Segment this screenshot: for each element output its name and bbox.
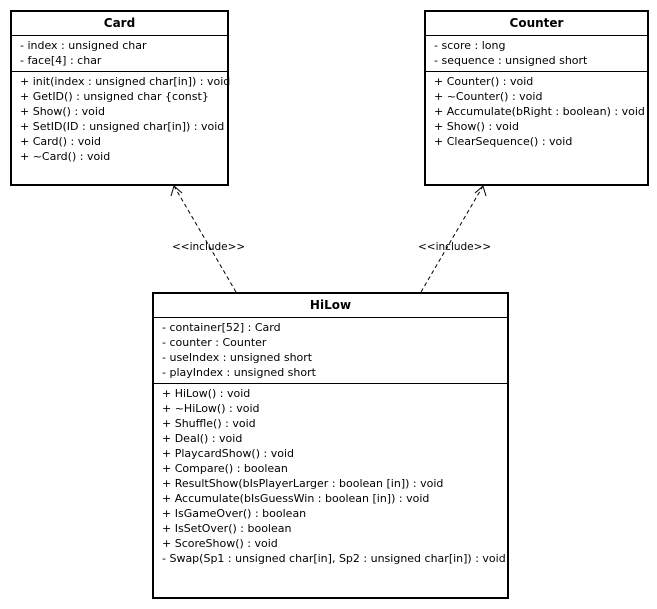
include-label-card: <<include>> — [172, 241, 246, 253]
operations-section: + init(index : unsigned char[in]) : void… — [12, 71, 231, 167]
attribute: - index : unsigned char — [20, 39, 147, 52]
operation: + ~Card() : void — [20, 150, 111, 163]
operation: + Deal() : void — [162, 432, 243, 445]
operation: + Counter() : void — [434, 75, 534, 88]
class-name: Card — [12, 12, 227, 36]
operations-section: + Counter() : void + ~Counter() : void +… — [426, 71, 647, 152]
attribute: - useIndex : unsigned short — [162, 351, 313, 364]
attribute: - face[4] : char — [20, 54, 102, 67]
operation: + IsSetOver() : boolean — [162, 522, 292, 535]
operation: + Accumulate(bRight : boolean) : void — [434, 105, 645, 118]
attributes-section: - index : unsigned char - face[4] : char — [12, 36, 227, 71]
class-name: HiLow — [154, 294, 507, 318]
include-label-counter: <<include>> — [418, 241, 492, 253]
attribute: - counter : Counter — [162, 336, 267, 349]
operation: + IsGameOver() : boolean — [162, 507, 307, 520]
attribute: - sequence : unsigned short — [434, 54, 588, 67]
attributes-section: - score : long - sequence : unsigned sho… — [426, 36, 647, 71]
attributes-section: - container[52] : Card - counter : Count… — [154, 318, 507, 383]
operation: + ScoreShow() : void — [162, 537, 278, 550]
operation: + PlaycardShow() : void — [162, 447, 294, 460]
operation: + ClearSequence() : void — [434, 135, 573, 148]
operation: + ResultShow(bIsPlayerLarger : boolean [… — [162, 477, 444, 490]
operation: + ~Counter() : void — [434, 90, 543, 103]
operation: + Accumulate(bIsGuessWin : boolean [in])… — [162, 492, 430, 505]
operation: + Shuffle() : void — [162, 417, 256, 430]
operation: + HiLow() : void — [162, 387, 251, 400]
include-arrow-counter — [420, 185, 487, 293]
operation: + init(index : unsigned char[in]) : void — [20, 75, 231, 88]
class-name: Counter — [426, 12, 647, 36]
operation: + Compare() : boolean — [162, 462, 288, 475]
class-counter[interactable]: Counter - score : long - sequence : unsi… — [424, 10, 649, 186]
operation: + Show() : void — [20, 105, 105, 118]
operation: + SetID(ID : unsigned char[in]) : void — [20, 120, 225, 133]
include-arrow-card — [170, 185, 237, 293]
attribute: - score : long — [434, 39, 506, 52]
operation: + ~HiLow() : void — [162, 402, 260, 415]
operation: + Card() : void — [20, 135, 102, 148]
operation: + Show() : void — [434, 120, 519, 133]
operation: + GetID() : unsigned char {const} — [20, 90, 209, 103]
operations-section: + HiLow() : void + ~HiLow() : void + Shu… — [154, 383, 507, 569]
class-card[interactable]: Card - index : unsigned char - face[4] :… — [10, 10, 231, 186]
attribute: - container[52] : Card — [162, 321, 281, 334]
operation: - Swap(Sp1 : unsigned char[in], Sp2 : un… — [162, 552, 506, 565]
class-hilow[interactable]: HiLow - container[52] : Card - counter :… — [152, 292, 509, 599]
attribute: - playIndex : unsigned short — [162, 366, 316, 379]
